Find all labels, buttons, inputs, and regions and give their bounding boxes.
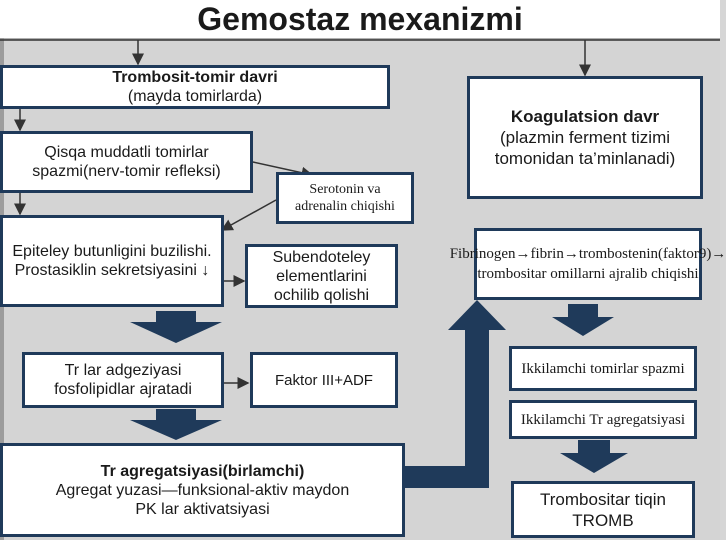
- box-agregatsiya: Tr agregatsiyasi(birlamchi) Agregat yuza…: [0, 443, 405, 537]
- box-fibrinogen: Fibrinogen→fibrin→trombostenin(faktor9)→…: [450, 228, 726, 300]
- koagulatsion-text: (plazmin ferment tizimi tomonidan ta’min…: [494, 128, 676, 168]
- trombosit-davri-title: Trombosit-tomir davri: [112, 69, 278, 86]
- box-qisqa-spazm: Qisqa muddatli tomirlar spazmi(nerv-tomi…: [0, 131, 253, 193]
- box-epiteley: Epiteley butunligini buzilishi. Prostasi…: [0, 215, 224, 307]
- agregatsiya-title: Tr agregatsiyasi(birlamchi): [100, 462, 305, 480]
- faktor-text: Faktor III+ADF: [275, 371, 373, 389]
- title-bar: Gemostaz mexanizmi: [0, 0, 720, 40]
- tromb-line1: Trombositar tiqin: [540, 489, 666, 509]
- box-faktor: Faktor III+ADF: [250, 352, 398, 408]
- serotonin-text: Serotonin va adrenalin chiqishi: [295, 182, 395, 214]
- block-arrow-down-1: [130, 311, 222, 343]
- epiteley-text: Epiteley butunligini buzilishi. Prostasi…: [12, 243, 212, 279]
- block-arrow-down-2: [130, 409, 222, 440]
- qisqa-spazm-text: Qisqa muddatli tomirlar spazmi(nerv-tomi…: [32, 144, 221, 180]
- box-tromb: Trombositar tiqin TROMB: [511, 481, 695, 538]
- subendoteley-text: Subendoteley elementlarini ochilib qolis…: [272, 248, 371, 304]
- box-subendoteley: Subendoteley elementlarini ochilib qolis…: [245, 244, 398, 308]
- adgeziya-text: Tr lar adgeziyasi fosfolipidlar ajratadi: [54, 362, 192, 398]
- box-serotonin: Serotonin va adrenalin chiqishi: [276, 172, 414, 224]
- agregatsiya-line2: Agregat yuzasi—funksional-aktiv maydon: [55, 481, 350, 499]
- fibrinogen-text: Fibrinogen→fibrin→trombostenin(faktor9)→…: [449, 246, 726, 282]
- page-title: Gemostaz mexanizmi: [197, 1, 523, 37]
- box-ikkilamchi-spazm: Ikkilamchi tomirlar spazmi: [509, 346, 697, 391]
- block-arrow-down-4: [560, 440, 628, 473]
- koagulatsion-title: Koagulatsion davr: [510, 107, 660, 126]
- agregatsiya-line3: PK lar aktivatsiyasi: [135, 500, 270, 518]
- tromb-line2: TROMB: [572, 510, 634, 530]
- trombosit-davri-subtitle: (mayda tomirlarda): [127, 88, 263, 105]
- box-adgeziya: Tr lar adgeziyasi fosfolipidlar ajratadi: [22, 352, 224, 408]
- arrow-serotonin-epiteley: [220, 199, 277, 231]
- ikkilamchi-agreg-text: Ikkilamchi Tr agregatsiyasi: [520, 411, 686, 428]
- box-ikkilamchi-agreg: Ikkilamchi Tr agregatsiyasi: [509, 400, 697, 439]
- box-trombosit-davri: Trombosit-tomir davri (mayda tomirlarda): [0, 65, 390, 109]
- box-koagulatsion: Koagulatsion davr (plazmin ferment tizim…: [467, 76, 703, 199]
- block-arrow-up-right: [405, 300, 506, 488]
- ikkilamchi-spazm-text: Ikkilamchi tomirlar spazmi: [521, 360, 685, 377]
- block-arrow-down-3: [552, 304, 614, 336]
